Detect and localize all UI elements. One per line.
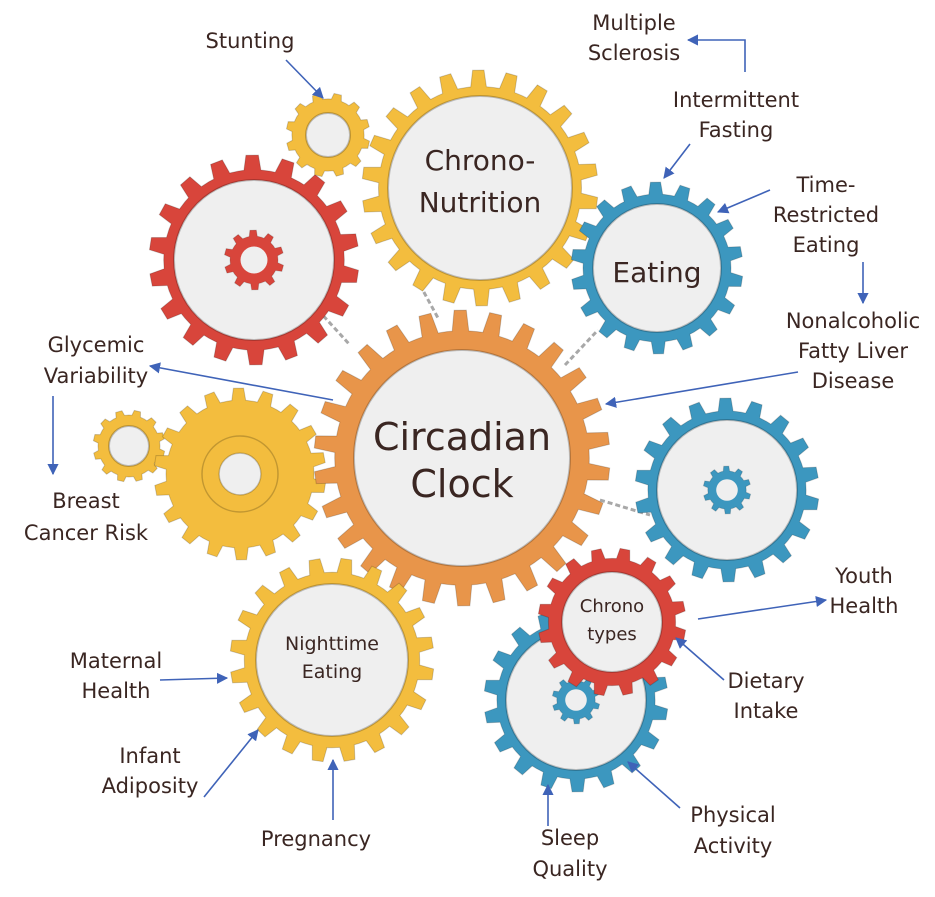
gear-chrono-nutrition <box>361 69 599 307</box>
chrono-nutrition-title-line1: Chrono- <box>425 144 536 177</box>
chain-link <box>418 284 440 319</box>
chronotypes-title-line2: types <box>587 624 637 645</box>
gear-blue-right <box>634 397 820 583</box>
gear-circadian-clock <box>313 309 611 607</box>
outcome-labels: Stunting Multiple Sclerosis Intermittent… <box>24 11 920 881</box>
label-infant-adiposity-1: Infant <box>119 744 180 768</box>
eating-title: Eating <box>612 256 701 289</box>
arrow-nafld <box>604 371 799 408</box>
label-dietary-intake-1: Dietary <box>727 669 804 693</box>
circadian-clock-title-line1: Circadian <box>373 415 551 459</box>
label-sleep-quality-1: Sleep <box>541 826 599 850</box>
arrows <box>47 34 869 826</box>
label-maternal-health-2: Health <box>82 679 151 703</box>
arrow-youth-health <box>697 595 828 620</box>
label-multiple-sclerosis-2: Sclerosis <box>588 41 680 65</box>
arrow-to-multiple-sclerosis <box>686 34 746 72</box>
circadian-clock-title-line2: Clock <box>410 462 513 506</box>
label-nafld-1: Nonalcoholic <box>786 309 920 333</box>
nighttime-eating-title-line1: Nighttime <box>285 633 379 655</box>
arrow-dietary-intake <box>675 637 725 681</box>
chrono-nutrition-title-line2: Nutrition <box>419 186 542 219</box>
label-nafld-3: Disease <box>812 369 895 393</box>
nighttime-eating-title-line2: Eating <box>302 661 362 683</box>
label-maternal-health-1: Maternal <box>70 649 162 673</box>
arrow-glycemic <box>148 362 334 401</box>
label-breast-cancer-2: Cancer Risk <box>24 521 149 545</box>
gear-yellow-small-left <box>92 409 166 483</box>
label-glycemic-2: Variability <box>44 364 148 388</box>
gear-yellow-left <box>153 387 327 561</box>
arrow-intermittent-fasting <box>663 143 691 179</box>
chronotypes-title-line1: Chrono <box>580 596 644 617</box>
label-dietary-intake-2: Intake <box>734 699 799 723</box>
gear-titles: Circadian Clock Chrono- Nutrition Eating… <box>285 144 702 683</box>
arrow-infant-adiposity <box>203 729 259 798</box>
label-physical-activity-2: Activity <box>694 834 773 858</box>
label-infant-adiposity-2: Adiposity <box>102 774 199 798</box>
label-youth-health-1: Youth <box>834 564 893 588</box>
label-breast-cancer-1: Breast <box>52 489 120 513</box>
label-glycemic-1: Glycemic <box>48 333 145 357</box>
gear-nighttime-eating <box>229 557 435 763</box>
label-stunting: Stunting <box>206 29 295 53</box>
gears-layer <box>92 69 820 793</box>
label-intermittent-fasting-2: Fasting <box>699 118 774 142</box>
label-sleep-quality-2: Quality <box>532 857 607 881</box>
gear-yellow-small-top <box>285 92 371 178</box>
gear-chronotypes <box>537 547 687 697</box>
arrow-stunting <box>285 59 324 99</box>
label-pregnancy: Pregnancy <box>261 827 371 851</box>
label-multiple-sclerosis-1: Multiple <box>592 11 675 35</box>
gear-eating <box>570 181 744 355</box>
label-intermittent-fasting-1: Intermittent <box>673 88 799 112</box>
label-physical-activity-1: Physical <box>690 803 775 827</box>
chain-link <box>563 328 600 367</box>
label-time-restricted-1: Time- <box>796 173 856 197</box>
gear-red-left <box>148 154 360 366</box>
label-time-restricted-3: Eating <box>793 233 860 257</box>
arrow-time-restricted <box>716 189 771 214</box>
label-youth-health-2: Health <box>830 594 899 618</box>
label-time-restricted-2: Restricted <box>773 203 879 227</box>
arrow-physical-activity <box>627 761 681 809</box>
label-nafld-2: Fatty Liver <box>798 339 908 363</box>
arrow-maternal-health <box>159 672 229 684</box>
